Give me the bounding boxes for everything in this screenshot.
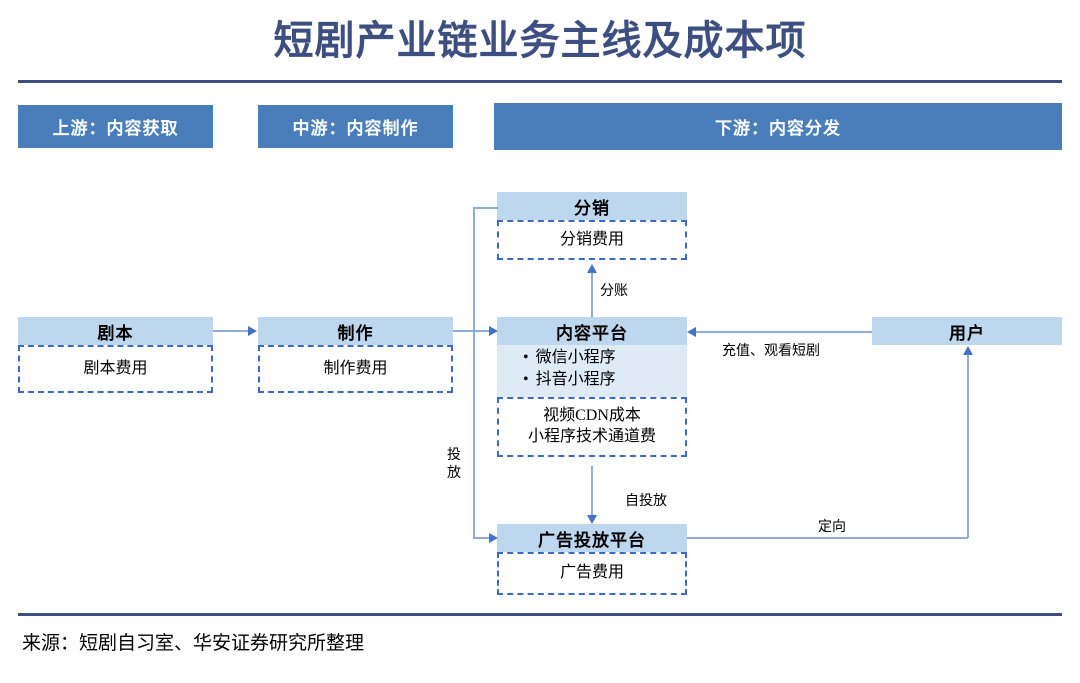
- node-produce-cost-box: 制作费用: [258, 345, 453, 393]
- node-ad-platform: 广告投放平台 广告费用: [497, 524, 687, 595]
- node-ad-platform-header: 广告投放平台: [497, 524, 687, 552]
- node-content-platform: 内容平台 微信小程序 抖音小程序 视频CDN成本 小程序技术通道费: [497, 317, 687, 457]
- node-script: 剧本 剧本费用: [18, 317, 213, 393]
- node-script-cost-box: 剧本费用: [18, 345, 213, 393]
- node-distribution-cost-box: 分销费用: [497, 220, 687, 260]
- node-produce: 制作 制作费用: [258, 317, 453, 393]
- edge-distribution-to-ads-label: 投放: [447, 448, 461, 481]
- node-distribution-header: 分销: [497, 192, 687, 220]
- node-produce-cost-item: 制作费用: [323, 359, 388, 377]
- node-ad-platform-cost-item: 广告费用: [559, 564, 624, 582]
- node-content-platform-cost-box: 视频CDN成本 小程序技术通道费: [497, 397, 687, 457]
- node-content-platform-bullet: 抖音小程序: [497, 369, 687, 391]
- node-content-platform-cost-item: 视频CDN成本: [543, 407, 641, 425]
- node-user-header: 用户: [872, 317, 1062, 345]
- edge-platform-to-ads-arrowhead: [587, 515, 597, 524]
- stage-bar-upstream: 上游：内容获取: [18, 105, 213, 148]
- node-content-platform-body: 微信小程序 抖音小程序: [497, 345, 687, 397]
- node-content-platform-header: 内容平台: [497, 317, 687, 345]
- title-divider: [18, 80, 1062, 83]
- node-content-platform-bullet: 微信小程序: [497, 347, 687, 369]
- edge-distribution-to-ads-arrowhead: [489, 532, 498, 543]
- edge-produce-to-platform-line: [453, 330, 491, 332]
- edge-produce-to-platform-arrowhead: [489, 325, 498, 336]
- edge-platform-to-ads-line: [591, 466, 593, 516]
- node-script-cost-item: 剧本费用: [83, 359, 148, 377]
- node-ad-platform-cost-box: 广告费用: [497, 552, 687, 595]
- edge-ads-to-user-vertical: [967, 355, 969, 538]
- edge-user-to-platform-arrowhead: [687, 326, 696, 337]
- edge-ads-to-user-label: 定向: [818, 520, 846, 535]
- edge-user-to-platform-line: [695, 331, 872, 333]
- node-distribution: 分销 分销费用: [497, 192, 687, 260]
- edge-distribution-rail-top: [473, 207, 498, 209]
- edge-ads-to-user-arrowhead: [963, 346, 973, 355]
- source-note: 来源：短剧自习室、华安证券研究所整理: [22, 633, 365, 654]
- stage-bar-midstream-label: 中游：内容制作: [292, 119, 419, 138]
- edge-platform-to-distribution-line: [591, 272, 593, 317]
- edge-platform-to-ads-label: 自投放: [625, 494, 667, 509]
- edge-platform-to-distribution-label: 分账: [600, 284, 628, 299]
- node-script-header: 剧本: [18, 317, 213, 345]
- footer-divider: [18, 613, 1062, 616]
- edge-ads-to-user-horizontal: [687, 537, 968, 539]
- page-title: 短剧产业链业务主线及成本项: [273, 19, 807, 63]
- stage-bar-downstream: 下游：内容分发: [494, 103, 1062, 150]
- edge-script-to-produce-arrowhead: [248, 325, 257, 336]
- edge-user-to-platform-label: 充值、观看短剧: [722, 344, 820, 359]
- stage-bar-upstream-label: 上游：内容获取: [52, 119, 179, 138]
- edge-distribution-rail-vertical: [473, 207, 475, 538]
- edge-platform-to-distribution-arrowhead: [587, 264, 597, 273]
- edge-script-to-produce-line: [213, 330, 249, 332]
- stage-bar-midstream: 中游：内容制作: [258, 105, 453, 148]
- node-content-platform-cost-item: 小程序技术通道费: [527, 428, 656, 445]
- edge-distribution-rail-bottom: [473, 537, 491, 539]
- node-produce-header: 制作: [258, 317, 453, 345]
- stage-bar-downstream-label: 下游：内容分发: [715, 119, 841, 138]
- node-user: 用户: [872, 317, 1062, 345]
- node-distribution-cost-item: 分销费用: [559, 230, 624, 248]
